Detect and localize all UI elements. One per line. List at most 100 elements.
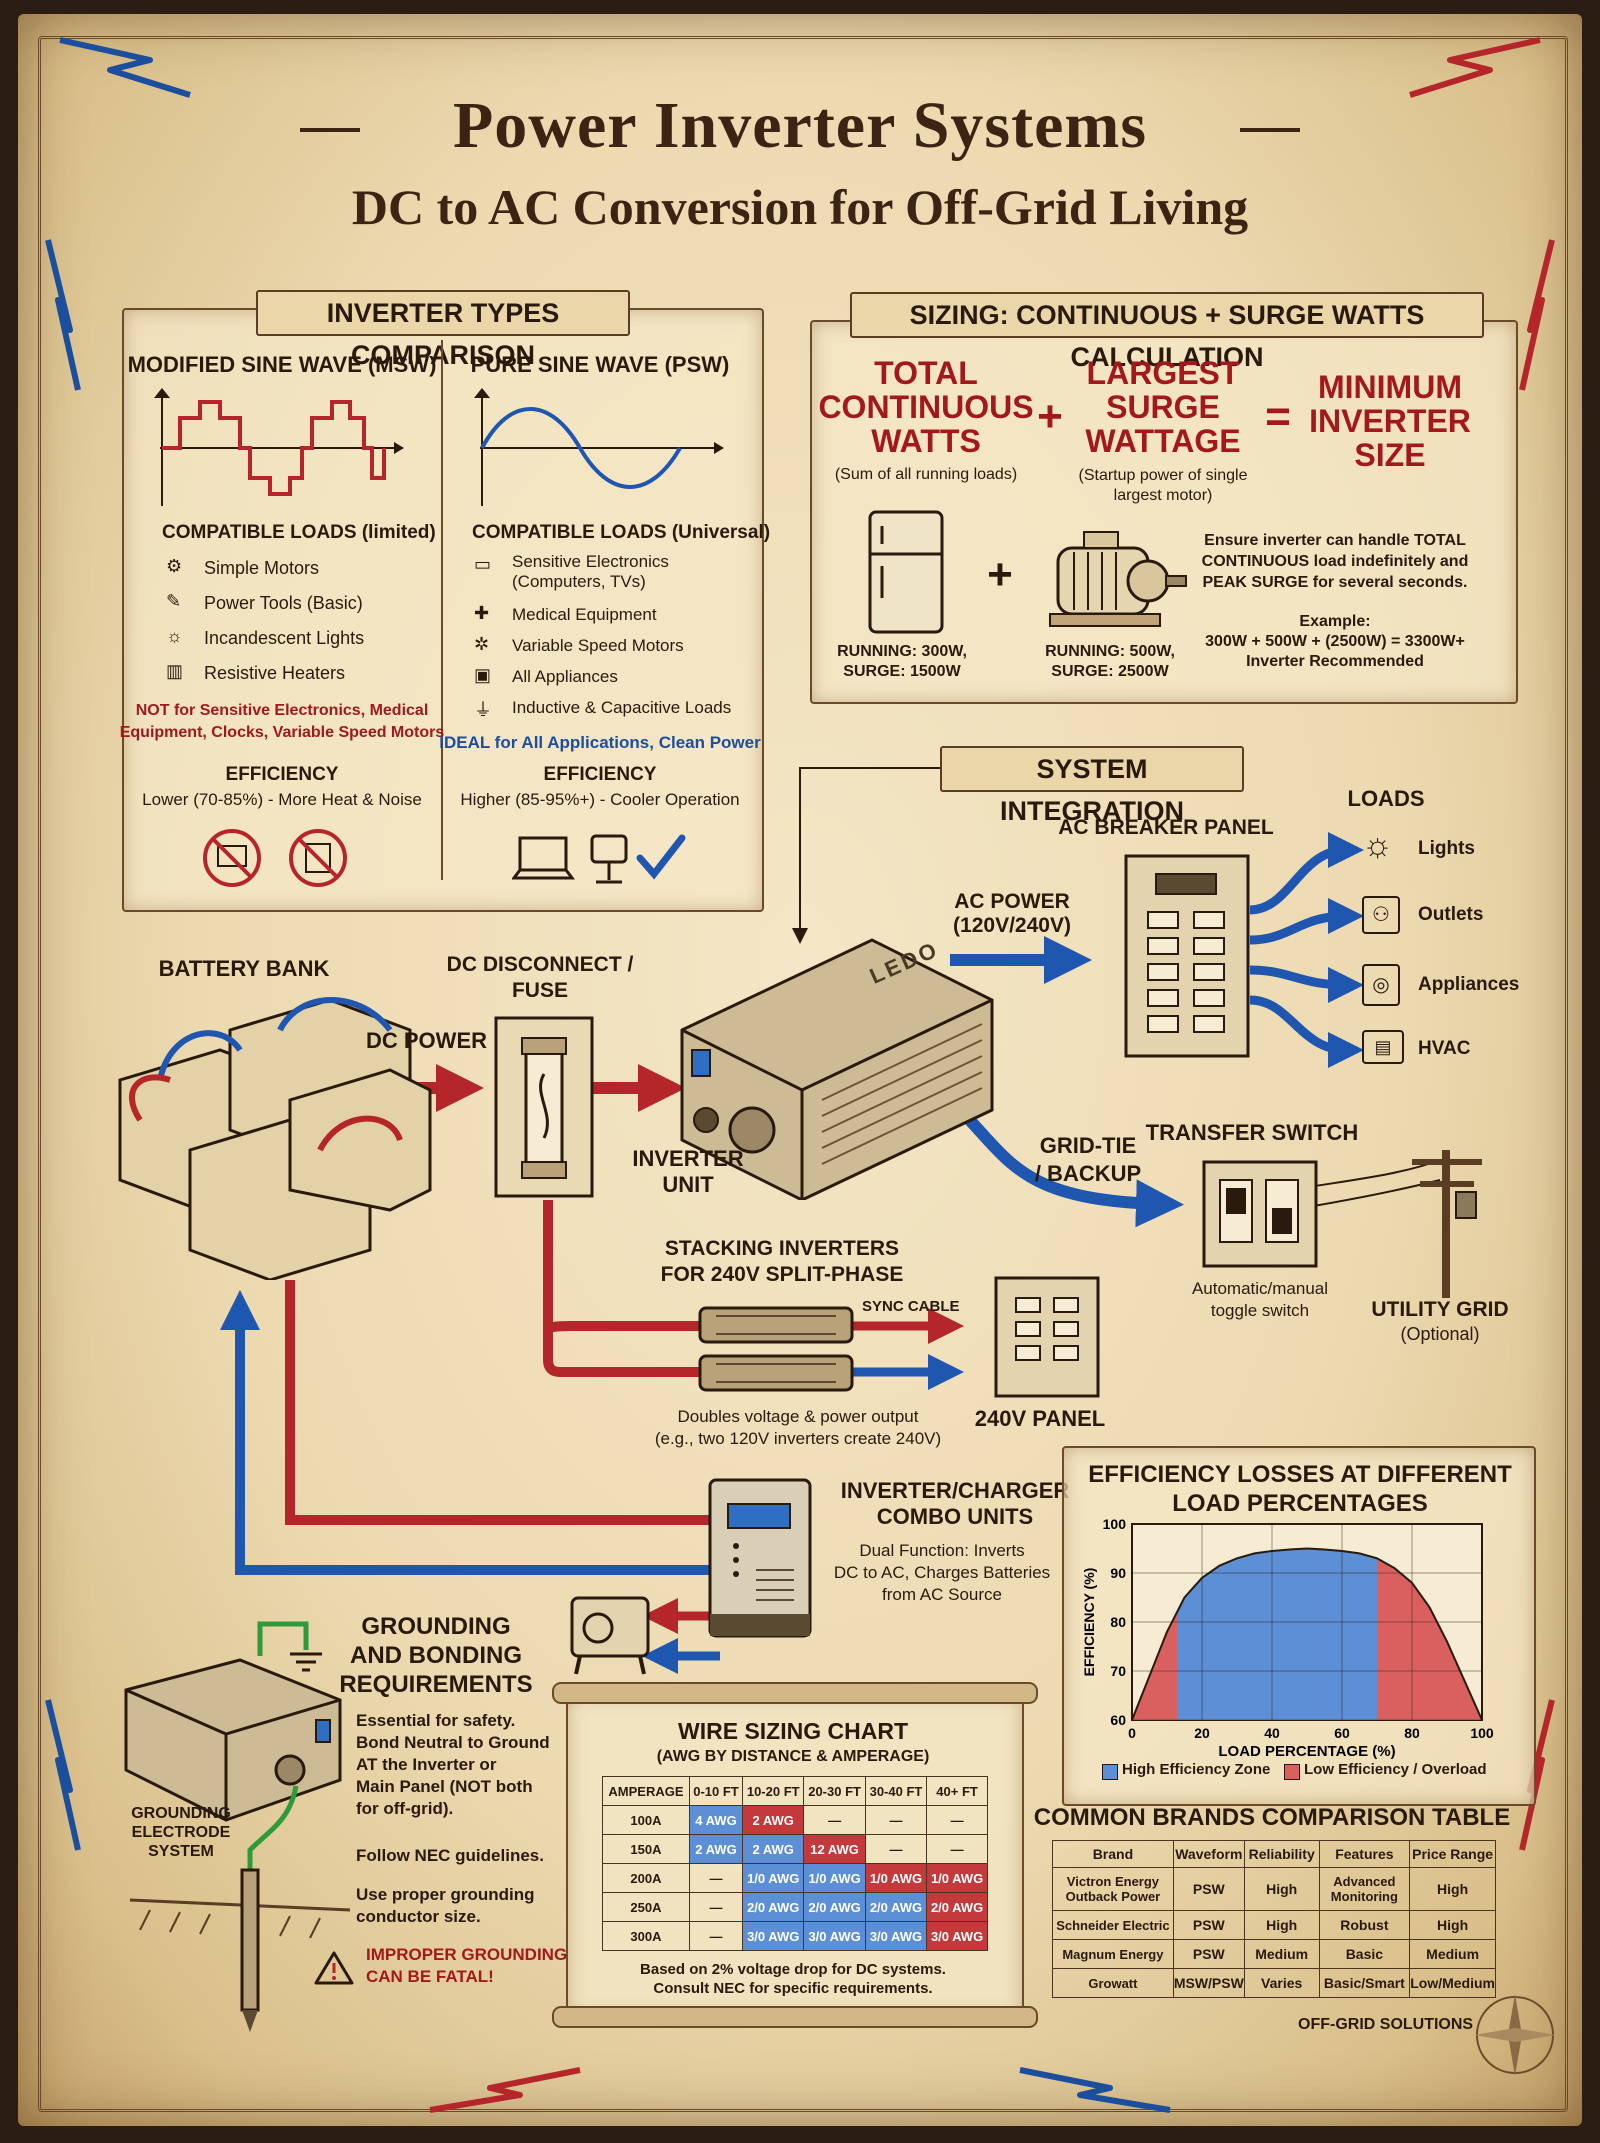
chart-title: EFFICIENCY LOSSES AT DIFFERENT LOAD PERC… — [1088, 1461, 1512, 1517]
column-header: Price Range — [1409, 1840, 1496, 1868]
msw-load-item: Incandescent Lights — [204, 628, 365, 648]
table-cell: 2 AWG — [688, 1834, 744, 1864]
table-cell: — — [688, 1863, 744, 1893]
plus-sign: + — [1037, 392, 1063, 441]
psw-waveform — [474, 388, 724, 506]
laptop-icon — [512, 836, 575, 880]
motor-spec: RUNNING: 500W,SURGE: 2500W — [1045, 643, 1175, 680]
page-subtitle: DC to AC Conversion for Off-Grid Living — [351, 179, 1249, 235]
table-cell: — — [688, 1921, 744, 1951]
table-cell: 2 AWG — [742, 1805, 805, 1835]
wire-sizing-table: AMPERAGE 0-10 FT 10-20 FT 20-30 FT 30-40… — [602, 1776, 988, 1951]
ac-breaker-panel-label: AC BREAKER PANEL — [1058, 816, 1274, 839]
inverter-unit-icon[interactable] — [672, 920, 1002, 1200]
table-cell: 3/0 AWG — [926, 1921, 988, 1951]
grid-tie-label: GRID-TIE/ BACKUP — [1034, 1133, 1142, 1186]
column-header: 30-40 FT — [864, 1776, 928, 1806]
msw-waveform — [154, 388, 404, 506]
load-lights: Lights — [1418, 838, 1475, 859]
fridge-spec: RUNNING: 300W,SURGE: 1500W — [837, 643, 967, 680]
table-cell: Medium — [1409, 1939, 1496, 1969]
table-cell: 150A — [602, 1834, 690, 1864]
load-outlets: Outlets — [1418, 904, 1484, 925]
ac-power-label: AC POWER(120V/240V) — [953, 890, 1071, 937]
x-tick-label: 20 — [1194, 1725, 1210, 1741]
x-axis-label: LOAD PERCENTAGE (%) — [1218, 1743, 1395, 1760]
table-cell: PSW — [1172, 1939, 1245, 1969]
legend-high: High Efficiency Zone — [1122, 1761, 1271, 1778]
battery-bank-label: BATTERY BANK — [158, 956, 330, 981]
sizing-banner: SIZING: CONTINUOUS + SURGE WATTS CALCULA… — [850, 292, 1484, 372]
breaker-panel-icon[interactable] — [1122, 852, 1252, 1062]
psw-loads-heading: COMPATIBLE LOADS (Universal) — [472, 522, 771, 543]
fan-icon: ✲ — [474, 634, 490, 654]
msw-load-item: Resistive Heaters — [204, 663, 346, 683]
prohibited-icon — [203, 829, 261, 887]
column-header: 20-30 FT — [803, 1776, 866, 1806]
refrigerator-icon — [868, 510, 944, 634]
total-continuous-note: (Sum of all running loads) — [834, 466, 1018, 483]
table-cell: 2/0 AWG — [864, 1892, 928, 1922]
table-cell: 100A — [602, 1805, 690, 1835]
table-cell: 200A — [602, 1863, 690, 1893]
brands-title: COMMON BRANDS COMPARISON TABLE — [1033, 1804, 1511, 1831]
battery-bank-icon — [118, 997, 432, 1280]
wire-chart-title: WIRE SIZING CHART — [678, 1718, 908, 1744]
psw-efficiency-label: EFFICIENCY — [543, 764, 657, 785]
column-header: Reliability — [1243, 1840, 1320, 1868]
y-tick-label: 90 — [1110, 1565, 1126, 1581]
table-cell: — — [926, 1834, 988, 1864]
table-cell: — — [864, 1805, 928, 1835]
table-cell: High — [1409, 1910, 1496, 1940]
panel-240v-icon — [994, 1276, 1100, 1398]
table-cell: PSW — [1172, 1910, 1245, 1940]
table-cell: Advanced Monitoring — [1318, 1867, 1411, 1911]
column-header: AMPERAGE — [602, 1776, 690, 1806]
dc-power-label: DC POWER — [366, 1028, 487, 1053]
table-cell: — — [864, 1834, 928, 1864]
table-cell: 3/0 AWG — [864, 1921, 928, 1951]
outlet-icon: ⚇ — [1362, 896, 1400, 934]
transfer-switch-icon[interactable] — [1200, 1158, 1320, 1270]
footer-brand: OFF-GRID SOLUTIONS — [1298, 2016, 1474, 2033]
psw-load-sub: (Computers, TVs) — [512, 572, 646, 591]
dc-disconnect-label: DC DISCONNECT /FUSE — [446, 953, 634, 1002]
psw-load-item: Sensitive Electronics — [512, 552, 669, 571]
title-rule — [300, 128, 360, 132]
utility-pole-icon — [1412, 1150, 1482, 1298]
table-cell: 1/0 AWG — [742, 1863, 805, 1893]
table-cell: Victron Energy Outback Power — [1052, 1867, 1174, 1911]
column-header: 40+ FT — [926, 1776, 988, 1806]
fuse-icon[interactable] — [492, 1014, 596, 1200]
msw-loads-heading: COMPATIBLE LOADS (limited) — [162, 522, 436, 543]
legend-swatch-low — [1284, 1764, 1300, 1780]
wire-chart-footnote: Based on 2% voltage drop for DC systems.… — [640, 1961, 946, 1997]
grounding-nec: Follow NEC guidelines. — [356, 1846, 544, 1865]
system-integration-banner: SYSTEM INTEGRATION — [940, 746, 1244, 826]
column-header: Features — [1318, 1840, 1411, 1868]
stacking-note: Doubles voltage & power output(e.g., two… — [654, 1407, 942, 1448]
msw-heading: MODIFIED SINE WAVE (MSW) — [127, 352, 437, 377]
inverter-charger-icon[interactable] — [704, 1474, 824, 1644]
table-cell: PSW — [1172, 1867, 1245, 1911]
msw-load-item: Power Tools (Basic) — [204, 593, 363, 613]
psw-load-item: Inductive & Capacitive Loads — [512, 698, 732, 717]
table-cell: Growatt — [1052, 1968, 1174, 1998]
legend-swatch-high — [1102, 1764, 1118, 1780]
inverter-types-panel — [122, 308, 764, 912]
